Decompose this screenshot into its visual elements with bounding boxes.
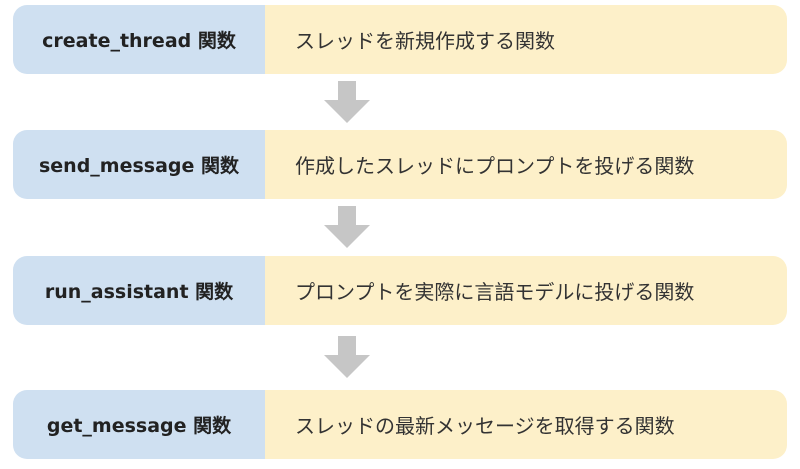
function-name-create-thread: create_thread 関数 (13, 5, 265, 74)
step-send-message: send_message 関数 作成したスレッドにプロンプトを投げる関数 (13, 130, 787, 199)
function-description-create-thread: スレッドを新規作成する関数 (265, 5, 787, 74)
arrow-down-icon (324, 81, 370, 123)
step-create-thread: create_thread 関数 スレッドを新規作成する関数 (13, 5, 787, 74)
function-name-run-assistant: run_assistant 関数 (13, 256, 265, 325)
function-description-get-message: スレッドの最新メッセージを取得する関数 (265, 390, 787, 459)
arrow-down-icon (324, 206, 370, 248)
step-get-message: get_message 関数 スレッドの最新メッセージを取得する関数 (13, 390, 787, 459)
function-description-run-assistant: プロンプトを実際に言語モデルに投げる関数 (265, 256, 787, 325)
function-description-send-message: 作成したスレッドにプロンプトを投げる関数 (265, 130, 787, 199)
arrow-down-icon (324, 336, 370, 378)
function-name-send-message: send_message 関数 (13, 130, 265, 199)
function-name-get-message: get_message 関数 (13, 390, 265, 459)
step-run-assistant: run_assistant 関数 プロンプトを実際に言語モデルに投げる関数 (13, 256, 787, 325)
